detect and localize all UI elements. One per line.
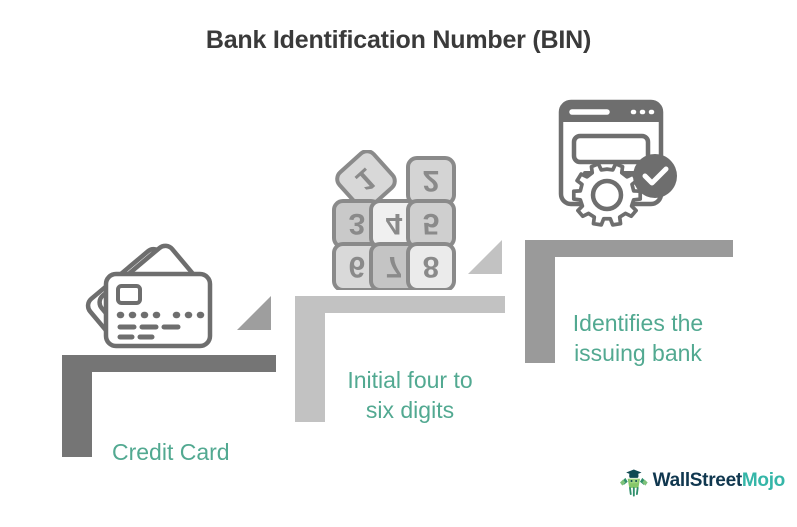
step-1-bracket — [62, 355, 276, 457]
step-2-caption-line-1: Initial four to — [347, 367, 473, 393]
svg-text:6: 6 — [349, 250, 366, 283]
step-1-riser-triangle — [237, 296, 271, 330]
svg-text:3: 3 — [349, 207, 366, 240]
svg-text:4: 4 — [386, 207, 403, 240]
step-2-left-bar — [295, 296, 325, 422]
wallstreetmojo-logo[interactable]: WallStreetMojo — [620, 458, 785, 504]
number-keys-icon: .kbox { stroke:#8a8a8a; stroke-width:4; … — [330, 149, 462, 292]
step-3-left-bar — [525, 240, 555, 363]
step-2-caption: Initial four to six digits — [322, 365, 498, 425]
key-tile-5: 5 — [406, 199, 456, 249]
mojo-mascot-icon — [620, 469, 648, 497]
logo-text-wallstreet: WallStreet — [652, 470, 743, 491]
key-tile-2: 2 — [406, 156, 456, 206]
step-1-top-bar — [62, 355, 276, 372]
svg-text:8: 8 — [423, 250, 440, 283]
key-tile-8: 8 — [406, 242, 456, 292]
step-1-left-bar — [62, 355, 92, 457]
step-2-bracket — [295, 296, 505, 422]
step-3-caption-line-1: Identifies the — [572, 310, 704, 336]
key-tile-6: 6 — [332, 242, 382, 292]
step-1-caption: Credit Card — [112, 439, 230, 465]
page-title: Bank Identification Number (BIN) — [205, 26, 592, 54]
step-2-top-bar — [295, 296, 505, 313]
svg-text:2: 2 — [423, 164, 440, 197]
step-3-top-bar — [525, 240, 733, 257]
credit-card-icon — [80, 236, 230, 358]
browser-content-box — [571, 133, 651, 165]
check-badge-icon — [633, 154, 677, 198]
browser-settings-verified-icon — [545, 92, 685, 240]
step-3-caption-line-2: issuing bank — [574, 340, 702, 366]
logo-wordmark: WallStreetMojo — [652, 470, 786, 492]
key-tile-7: 7 — [369, 242, 419, 292]
logo-text-mojo: Mojo — [741, 470, 785, 491]
step-3-bracket — [525, 240, 733, 363]
svg-text:5: 5 — [423, 207, 440, 240]
step-2-riser-triangle — [468, 240, 502, 274]
svg-text:7: 7 — [386, 250, 403, 283]
step-2-caption-line-2: six digits — [365, 397, 455, 423]
step-3-caption: Identifies the issuing bank — [548, 308, 728, 368]
key-tile-1: 1 — [335, 149, 397, 211]
